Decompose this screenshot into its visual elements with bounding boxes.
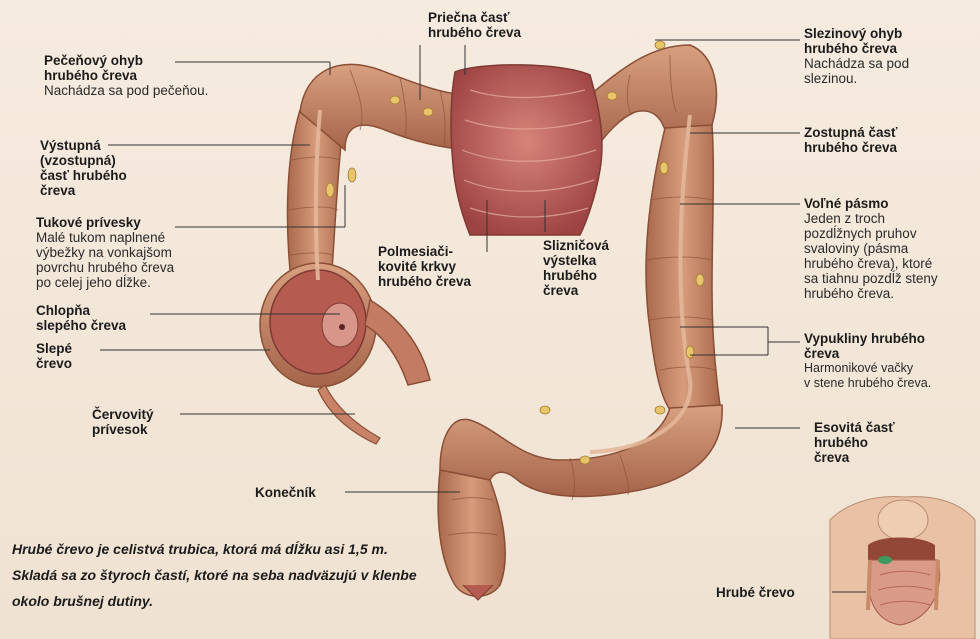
label-cecum: Slepé črevo xyxy=(36,341,116,371)
label-haustra-title: Vypukliny hrubého čreva xyxy=(804,331,978,361)
label-descending-colon: Zostupná časť hrubého čreva xyxy=(804,125,974,155)
label-hepatic-flexure-desc: Nachádza sa pod pečeňou. xyxy=(44,83,294,98)
label-descending-colon-title: Zostupná časť hrubého čreva xyxy=(804,125,974,155)
label-mesenteric: Polmesiači- kovité krkvy hrubého čreva xyxy=(378,244,498,289)
label-inset-title: Hrubé črevo xyxy=(716,585,836,600)
label-rectum-title: Konečník xyxy=(255,485,355,500)
label-ileocecal-valve-title: Chlopňa slepého čreva xyxy=(36,303,186,333)
label-transverse-colon: Priečna časť hrubého čreva xyxy=(428,10,578,40)
label-sigmoid-colon-title: Esovitá časť hrubého čreva xyxy=(814,420,964,465)
label-appendix: Červovitý prívesok xyxy=(92,407,192,437)
label-transverse-colon-title: Priečna časť hrubého čreva xyxy=(428,10,578,40)
label-haustra-desc: Harmonikové vačky v stene hrubého čreva. xyxy=(804,361,978,391)
label-appendix-title: Červovitý prívesok xyxy=(92,407,192,437)
label-rectum: Konečník xyxy=(255,485,355,500)
label-fat-appendices-title: Tukové prívesky xyxy=(36,215,236,230)
label-mesenteric-title: Polmesiači- kovité krkvy hrubého čreva xyxy=(378,244,498,289)
label-haustra: Vypukliny hrubého čreva Harmonikové vačk… xyxy=(804,331,978,391)
label-fat-appendices-desc: Malé tukom naplnené výbežky na vonkajšom… xyxy=(36,230,236,290)
label-ileocecal-valve: Chlopňa slepého čreva xyxy=(36,303,186,333)
label-splenic-flexure-title: Slezinový ohyb hrubého čreva xyxy=(804,26,974,56)
label-sigmoid-colon: Esovitá časť hrubého čreva xyxy=(814,420,964,465)
label-hepatic-flexure: Pečeňový ohyb hrubého čreva Nachádza sa … xyxy=(44,53,294,98)
label-ascending-colon-title: Výstupná (vzostupná) časť hrubého čreva xyxy=(40,138,160,198)
label-fat-appendices: Tukové prívesky Malé tukom naplnené výbe… xyxy=(36,215,236,290)
inset-torso xyxy=(830,497,975,639)
label-taenia-desc: Jeden z troch pozdĺžnych pruhov svalovin… xyxy=(804,211,976,301)
caption-lead: Hrubé črevo xyxy=(12,541,98,557)
label-inset: Hrubé črevo xyxy=(716,585,836,600)
label-hepatic-flexure-title: Pečeňový ohyb hrubého čreva xyxy=(44,53,294,83)
label-splenic-flexure-desc: Nachádza sa pod slezinou. xyxy=(804,56,974,86)
label-mucosa-title: Slizničová výstelka hrubého čreva xyxy=(543,238,653,298)
label-cecum-title: Slepé črevo xyxy=(36,341,116,371)
label-splenic-flexure: Slezinový ohyb hrubého čreva Nachádza sa… xyxy=(804,26,974,86)
label-ascending-colon: Výstupná (vzostupná) časť hrubého čreva xyxy=(40,138,160,198)
caption-text: Hrubé črevo je celistvá trubica, ktorá m… xyxy=(12,536,422,614)
label-taenia: Voľné pásmo Jeden z troch pozdĺžnych pru… xyxy=(804,196,976,301)
ileum-stub xyxy=(365,300,430,385)
label-mucosa: Slizničová výstelka hrubého čreva xyxy=(543,238,653,298)
label-taenia-title: Voľné pásmo xyxy=(804,196,976,211)
